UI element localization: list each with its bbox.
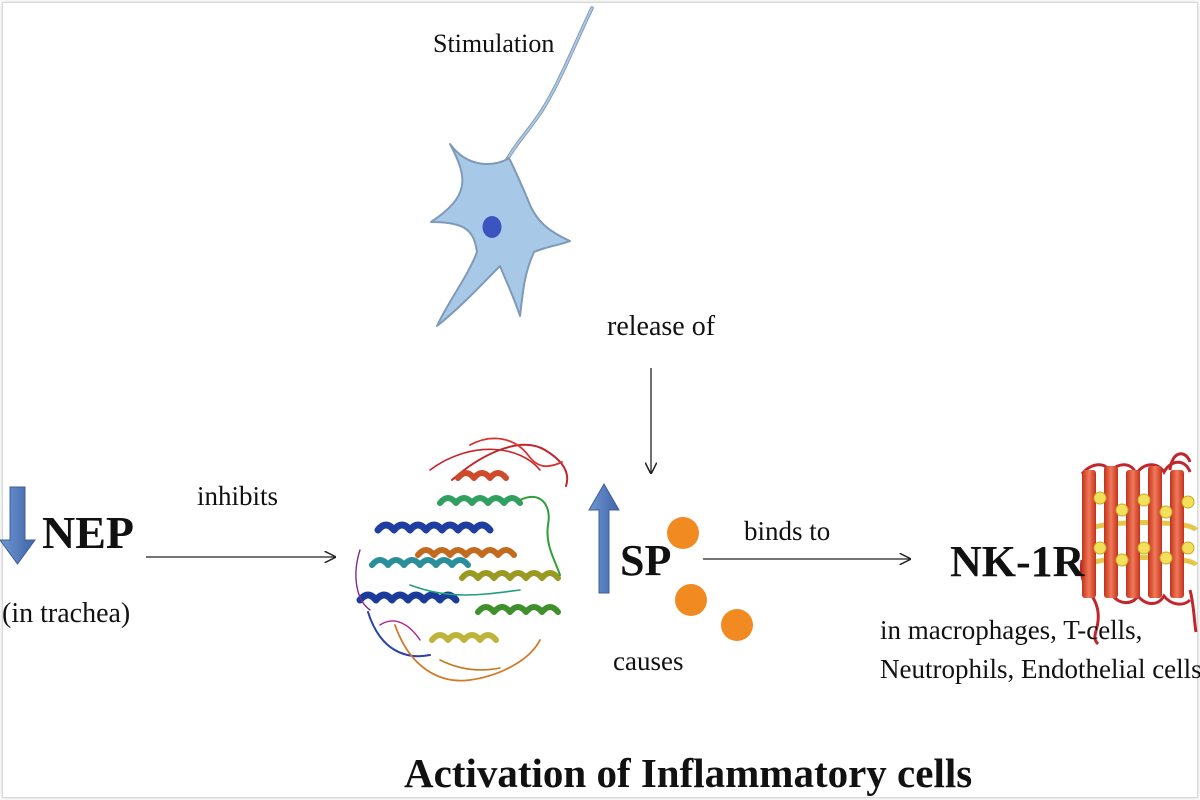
nep-location-label: (in trachea) xyxy=(2,598,131,629)
release-label: release of xyxy=(607,311,716,342)
receptor-cells-line-2: Neutrophils, Endothelial cells xyxy=(880,654,1200,684)
receptor-label: NK-1R xyxy=(950,537,1085,586)
sp-label: SP xyxy=(620,536,672,585)
binds-label: binds to xyxy=(744,516,831,546)
nep-protein-ribbon-icon xyxy=(355,437,569,682)
arrow-up-icon xyxy=(588,482,620,594)
neuron-icon xyxy=(430,6,594,327)
nep-label: NEP xyxy=(42,507,134,558)
diagram-title: Activation of Inflammatory cells xyxy=(404,750,973,796)
substance-p-molecule-icon xyxy=(667,517,753,641)
neuron-nucleus xyxy=(482,216,502,238)
nk1-receptor-icon xyxy=(1079,452,1199,646)
causes-label: causes xyxy=(613,646,684,676)
receptor-cells-line-1: in macrophages, T-cells, xyxy=(880,615,1143,645)
inhibits-label: inhibits xyxy=(197,481,279,511)
arrow-down-icon xyxy=(0,486,36,565)
stimulation-label: Stimulation xyxy=(433,29,555,58)
